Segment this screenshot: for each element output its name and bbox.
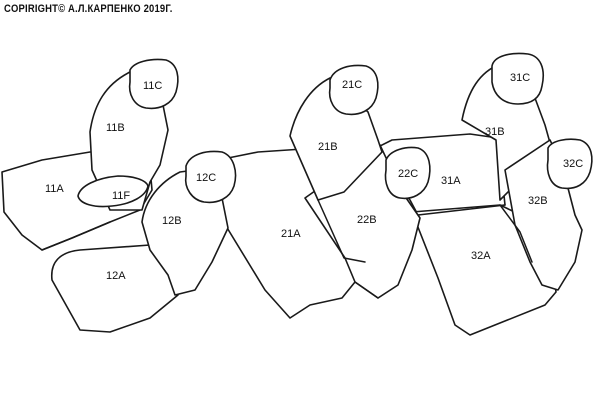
label-32A: 32A xyxy=(471,250,491,262)
label-11C: 11C xyxy=(143,80,162,92)
label-12C: 12C xyxy=(196,172,216,184)
label-32B: 32B xyxy=(528,195,548,207)
seam-32 xyxy=(499,204,533,263)
copyright-notice: COPIRIGHT© А.Л.КАРПЕНКО 2019Г. xyxy=(4,3,173,15)
label-11F: 11F xyxy=(112,190,130,202)
label-31B: 31B xyxy=(485,126,505,138)
label-21C: 21C xyxy=(342,79,362,91)
label-31A: 31A xyxy=(441,175,461,187)
piece-11C xyxy=(128,58,179,110)
seam-31 xyxy=(417,204,506,216)
piece-32C xyxy=(546,138,593,190)
seam-22 xyxy=(354,281,379,299)
piece-21C xyxy=(328,64,379,116)
piece-11F xyxy=(77,175,149,208)
label-31C: 31C xyxy=(510,72,530,84)
piece-31C xyxy=(491,52,544,105)
piece-22C xyxy=(384,146,431,200)
label-21B: 21B xyxy=(318,141,338,153)
label-22B: 22B xyxy=(357,214,377,226)
label-11B: 11B xyxy=(106,122,125,134)
label-12B: 12B xyxy=(162,215,182,227)
label-11A: 11A xyxy=(45,183,64,195)
label-12A: 12A xyxy=(106,270,126,282)
label-22C: 22C xyxy=(398,168,418,180)
label-32C: 32C xyxy=(563,158,583,170)
seam-21 xyxy=(317,199,366,263)
seam-11 xyxy=(41,221,111,251)
label-21A: 21A xyxy=(281,228,301,240)
piece-12C xyxy=(184,150,237,204)
